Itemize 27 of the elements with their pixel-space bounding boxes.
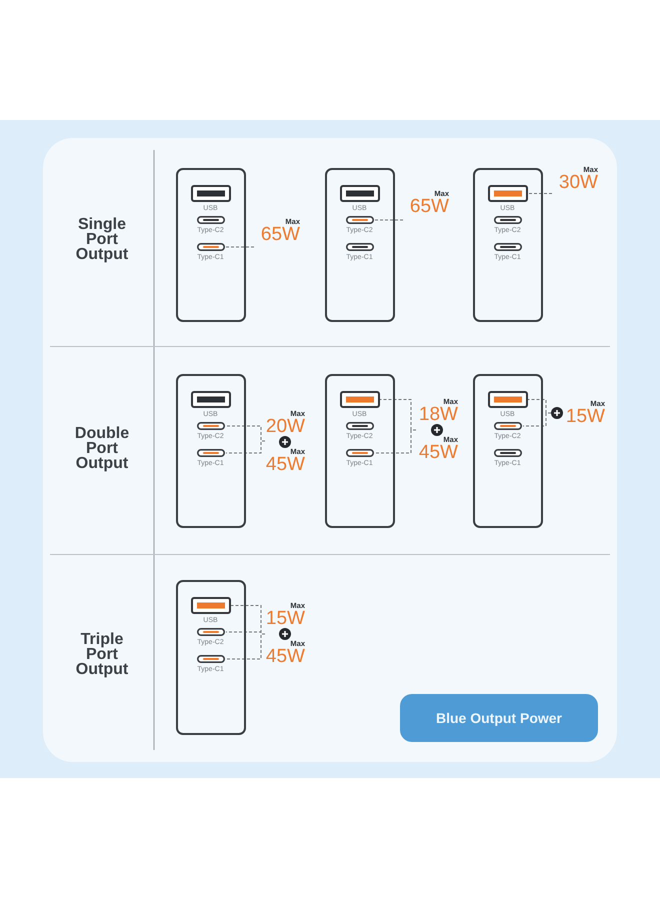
leader-line xyxy=(226,634,266,660)
leader-line xyxy=(528,193,552,194)
wattage-value: 65W xyxy=(410,198,449,216)
leader-line xyxy=(374,430,416,454)
leader-line xyxy=(226,246,254,248)
leader-line xyxy=(226,440,266,454)
wattage-value: 20W xyxy=(266,418,305,436)
row-heading: Single Port Output xyxy=(74,217,130,262)
charger-body xyxy=(325,168,395,322)
charger-body xyxy=(176,580,246,735)
wattage-value: 45W xyxy=(266,456,305,474)
output-power-button: Blue Output Power xyxy=(400,694,598,742)
wattage-value: 18W xyxy=(418,406,458,424)
charger-body xyxy=(473,168,543,322)
charger-body xyxy=(473,374,543,528)
row-heading: Double Port Output xyxy=(74,426,130,471)
wattage-value: 45W xyxy=(266,648,305,666)
wattage-value: 45W xyxy=(418,444,458,462)
charger-body xyxy=(176,374,246,528)
wattage-value: 30W xyxy=(558,174,598,192)
wattage-value: 15W xyxy=(266,610,305,628)
wattage-value: 15W xyxy=(566,408,605,426)
row-heading: Triple Port Output xyxy=(74,632,130,677)
charger-body xyxy=(325,374,395,528)
wattage-value: 65W xyxy=(260,226,300,244)
charger-body xyxy=(176,168,246,322)
leader-line xyxy=(522,412,552,426)
